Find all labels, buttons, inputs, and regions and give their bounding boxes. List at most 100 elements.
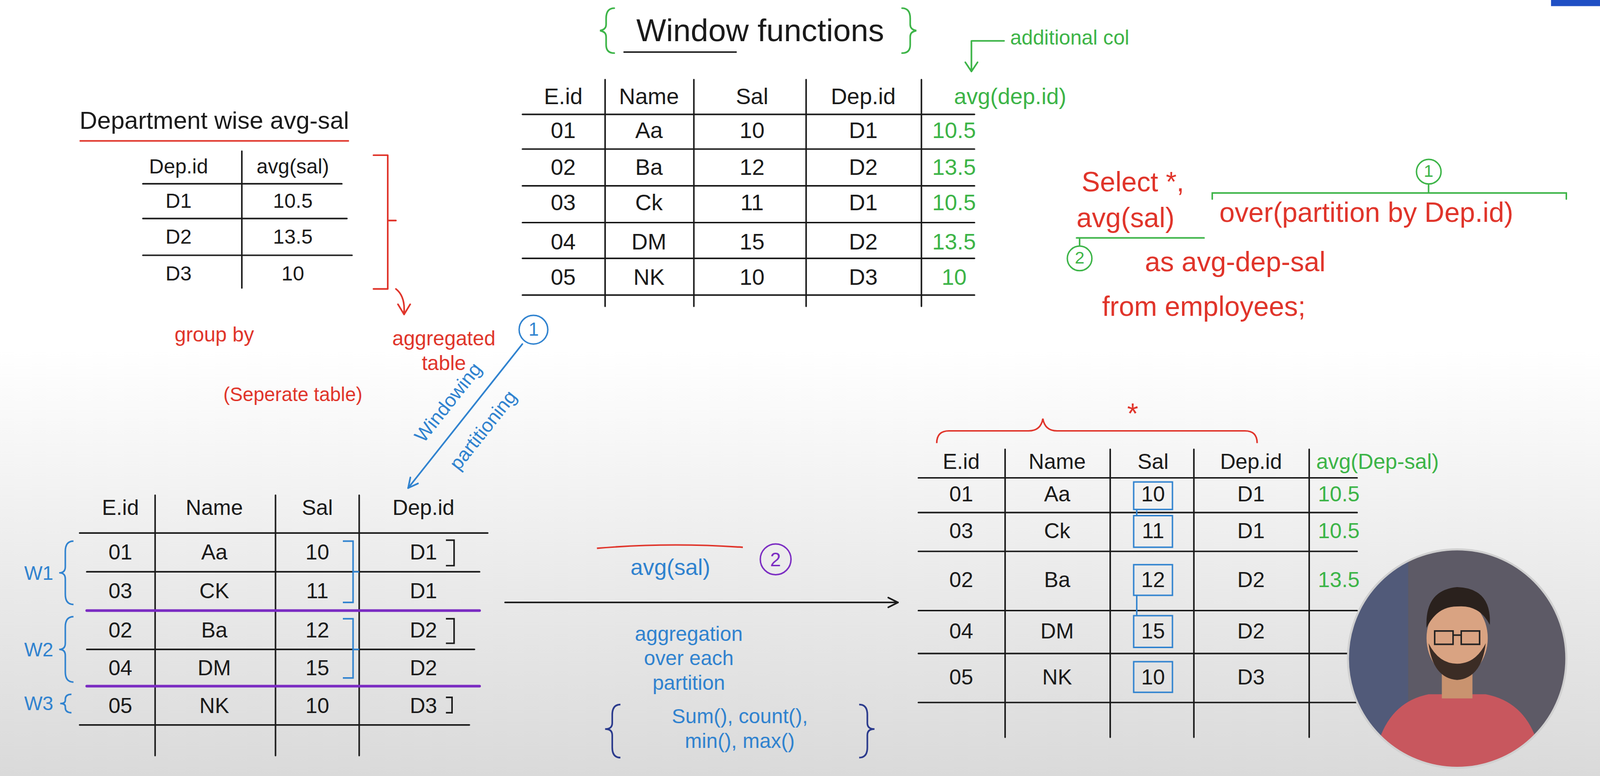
table-cell: 12 [739,153,765,182]
table-cell: 10 [739,117,765,145]
table-cell: 11 [740,189,764,217]
cell-highlight [1133,481,1173,693]
table-cell: 02 [108,616,133,643]
partitioned-table: E.idNameSalDep.id01Aa10D103CK11D102Ba12D… [76,488,485,728]
table-cell: NK [199,692,230,719]
window-label: W1 [24,561,54,585]
sql-code: over(partition by Dep.id) [1219,195,1514,229]
sql-code: avg(sal) [1076,200,1175,234]
data-table: E.idNameSalDep.idavg(dep.id)01Aa10D110.5… [515,73,1113,307]
table-cell: 10.5 [1318,481,1360,508]
table-cell: 03 [550,189,576,217]
table-cell: DM [197,654,231,681]
table-cell: 13.5 [932,228,976,256]
title-braces [600,8,917,54]
webcam-person [1426,586,1491,628]
table-cell: 10 [305,539,330,566]
table-cell: D1 [848,117,878,145]
circle-outline [760,543,791,575]
sql-code: from employees; [1102,289,1306,323]
webcam-person [1428,643,1486,680]
table-cell: D2 [1237,617,1265,644]
table-cell: Sal [301,494,333,521]
table-cell: Ba [635,153,663,182]
connector-arrow [505,601,898,603]
table-cell: Dep.id [830,83,896,111]
webcam-ring [1348,549,1567,768]
table-cell: 10.5 [273,188,313,214]
table-cell: 10 [941,264,967,292]
annotation-note: aggregated table [377,326,511,376]
table-cell: 01 [550,117,576,145]
ui-corner [1551,0,1600,7]
step-number-text: 1 [528,320,539,339]
column-brace [936,418,1258,444]
table-cell: D1 [165,188,192,214]
aggregated-table: Department wise avg-salDep.id avg(sal) D1 1… [73,102,380,297]
table-cell: 02 [550,153,576,182]
table-cell: Ba [1044,567,1071,593]
title-underline [623,51,737,53]
table-grid [918,448,1357,737]
table-cell: Aa [635,117,663,145]
table-cell: Sal [735,83,769,111]
table-cell: avg(sal) [256,153,330,179]
webcam-person [1372,693,1543,776]
table-cell: D1 [409,539,438,566]
table-cell: Name [185,494,243,521]
table-cell: Name [1028,448,1086,475]
table-cell: Aa [1044,481,1071,508]
select-star: * [1126,396,1139,431]
table-cell: D2 [409,654,438,681]
step-number-text: 2 [769,549,781,570]
table-cell: DM [631,228,667,256]
table-cell: D1 [1237,518,1265,544]
table-cell: Name [618,83,679,111]
table-grid [79,494,488,756]
table-cell: 10 [739,264,765,292]
annotation-note: aggregation over each partition [612,621,766,696]
table-cell: Aa [200,539,228,566]
heading-underline [79,139,349,142]
table-cell: D1 [1237,481,1265,508]
table-cell: 13.5 [932,153,976,182]
table-cell: CK [199,578,230,604]
table-cell: 03 [949,518,973,544]
table-cell: D1 [409,578,438,604]
table-heading: Department wise avg-sal [79,105,349,136]
step-number-text: 1 [1423,162,1434,181]
note-arrow [965,40,1004,72]
table-cell: E.id [102,494,139,521]
step-number: 1 [1415,158,1443,185]
table-cell: NK [1042,663,1072,690]
table-cell: D3 [165,261,192,287]
table-grid [142,151,353,288]
table-cell: 10.5 [1318,518,1360,544]
table-cell: D3 [409,692,438,719]
function-list: Sum(), count(), min(), max() [647,704,832,754]
table-cell: E.id [942,448,980,475]
connector-label: avg(sal) [630,553,711,582]
table-cell: 12 [305,616,330,643]
table-cell: 03 [108,578,133,604]
window-label: W3 [24,691,54,715]
table-cell: 10 [1140,481,1165,508]
table-cell: 11 [1141,518,1165,544]
bracket-arrow [373,154,411,315]
table-cell: 01 [108,539,133,566]
table-cell: D2 [848,228,878,256]
table-cell: D2 [1237,567,1265,593]
table-cell: 04 [108,654,133,681]
annotation-note: (Seperate table) [223,382,363,406]
overline [597,544,743,549]
table-cell: 10 [281,261,305,287]
table-cell: 04 [949,617,973,644]
table-cell: Dep.id [149,153,209,179]
step-number: 2 [1066,245,1093,272]
table-cell: 10.5 [932,117,976,145]
step-number: 1 [518,314,549,345]
partition-separator [86,610,480,687]
circle-outline [1416,159,1442,185]
table-cell: 05 [550,264,576,292]
table-cell: Dep.id [392,494,455,521]
